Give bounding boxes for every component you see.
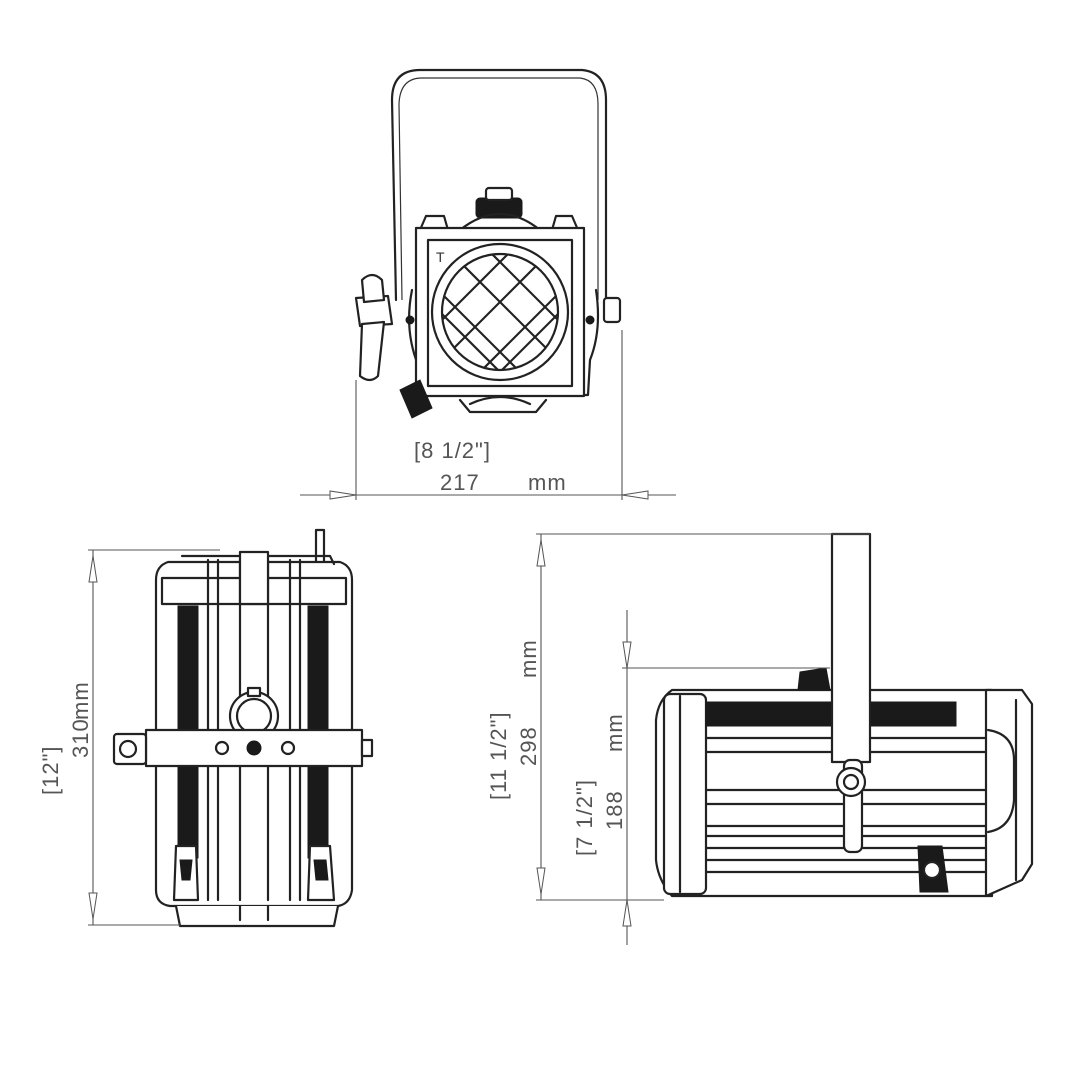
back-height-mm: 310 [68,718,93,758]
back-height-unit: mm [68,681,93,720]
side-pivot-knob [835,766,867,798]
front-width-unit: mm [528,470,567,495]
front-width-mm: 217 [440,470,480,495]
back-height-dimension: [12"] 310 mm [38,549,220,926]
front-lens [430,242,570,382]
front-view: T [354,68,622,419]
front-width-dimension: [8 1/2"] 217 mm [300,330,676,500]
front-frame [414,226,586,398]
side-yoke-arm [830,532,872,764]
side-body-inch: [7 1/2"] [572,779,597,856]
side-body-dimension: [7 1/2"] 188 mm [572,610,830,945]
front-bottom-handle [458,398,548,414]
side-view [654,532,1034,898]
side-overall-mm: 298 [516,726,541,766]
svg-text:T: T [436,249,445,265]
front-width-inch: [8 1/2"] [414,438,491,463]
side-overall-dimension: [11 1/2"] 298 mm [486,533,870,901]
side-overall-unit: mm [516,639,541,678]
side-front-lens [984,688,1034,898]
back-view [112,528,374,928]
side-overall-inch: [11 1/2"] [486,711,511,800]
side-body-unit: mm [602,713,627,752]
front-lock-handle [354,273,394,382]
back-height-inch: [12"] [38,745,63,795]
lens-grid [442,254,558,370]
front-yoke [390,68,608,302]
side-body-mm: 188 [602,790,627,830]
